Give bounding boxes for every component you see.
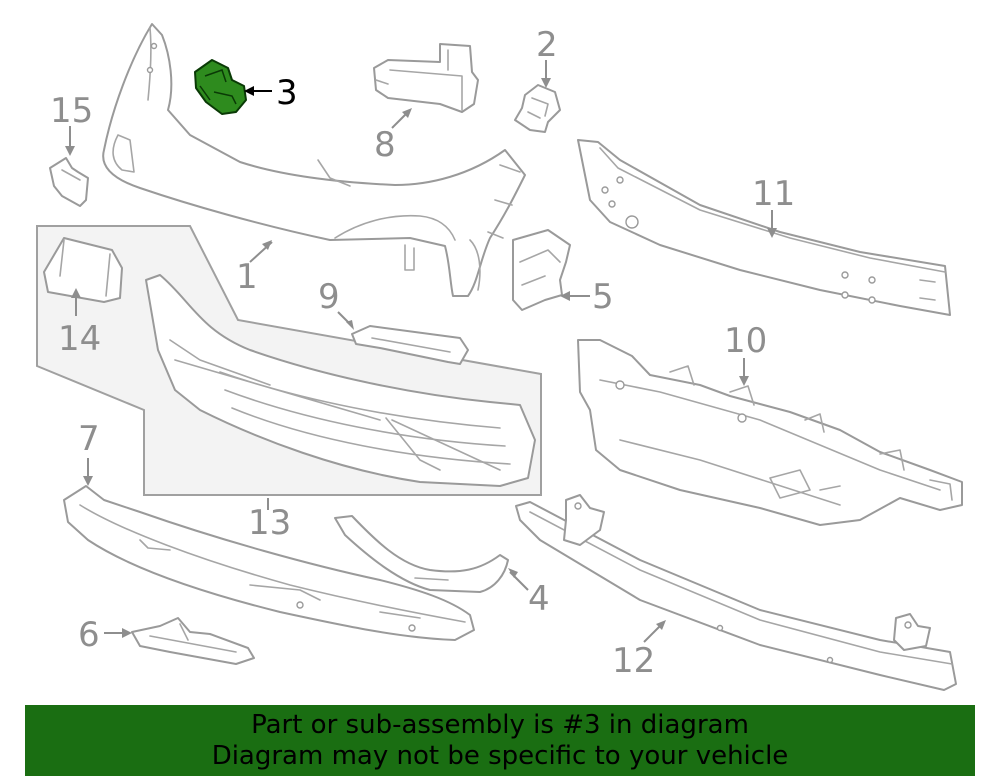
part-7-air-deflector [63,485,475,641]
callout-3: 3 [276,73,298,113]
part-11-reinforcement-beam [577,139,951,316]
callout-10: 10 [724,321,767,361]
part-9-trim-bracket [351,325,469,365]
part-5-side-bracket [512,229,571,311]
part-8-upper-bracket [373,43,479,113]
callout-7: 7 [78,419,100,459]
callout-14: 14 [58,319,101,359]
callout-5: 5 [592,277,614,317]
callout-8: 8 [374,125,396,165]
callout-2: 2 [536,25,558,65]
part-10-absorber [577,339,963,526]
callout-9: 9 [318,277,340,317]
part-2-bracket [514,84,561,133]
callout-15: 15 [50,91,93,131]
callout-11: 11 [752,174,795,214]
banner-line-2: Diagram may not be specific to your vehi… [211,741,789,771]
part-12-lower-beam [515,494,957,691]
callout-1: 1 [236,257,258,297]
callout-12: 12 [612,641,655,681]
part-15-clip [49,157,89,207]
info-banner: Part or sub-assembly is #3 in diagram Di… [25,705,975,776]
part-1-bumper-fascia [102,23,526,297]
part-13-lower-grille [145,274,536,487]
part-3-sensor [194,59,247,115]
callout-6: 6 [78,615,100,655]
callout-4: 4 [528,579,550,619]
part-14-cover [43,237,123,303]
banner-line-1: Part or sub-assembly is #3 in diagram [251,710,749,740]
callout-leaders [65,60,777,643]
callout-13: 13 [248,503,291,543]
part-6-lower-bracket [131,617,255,665]
part-4-lower-trim [334,515,509,593]
parts-diagram: 1 2 3 4 5 6 7 8 9 10 11 12 13 14 15 [36,23,963,691]
